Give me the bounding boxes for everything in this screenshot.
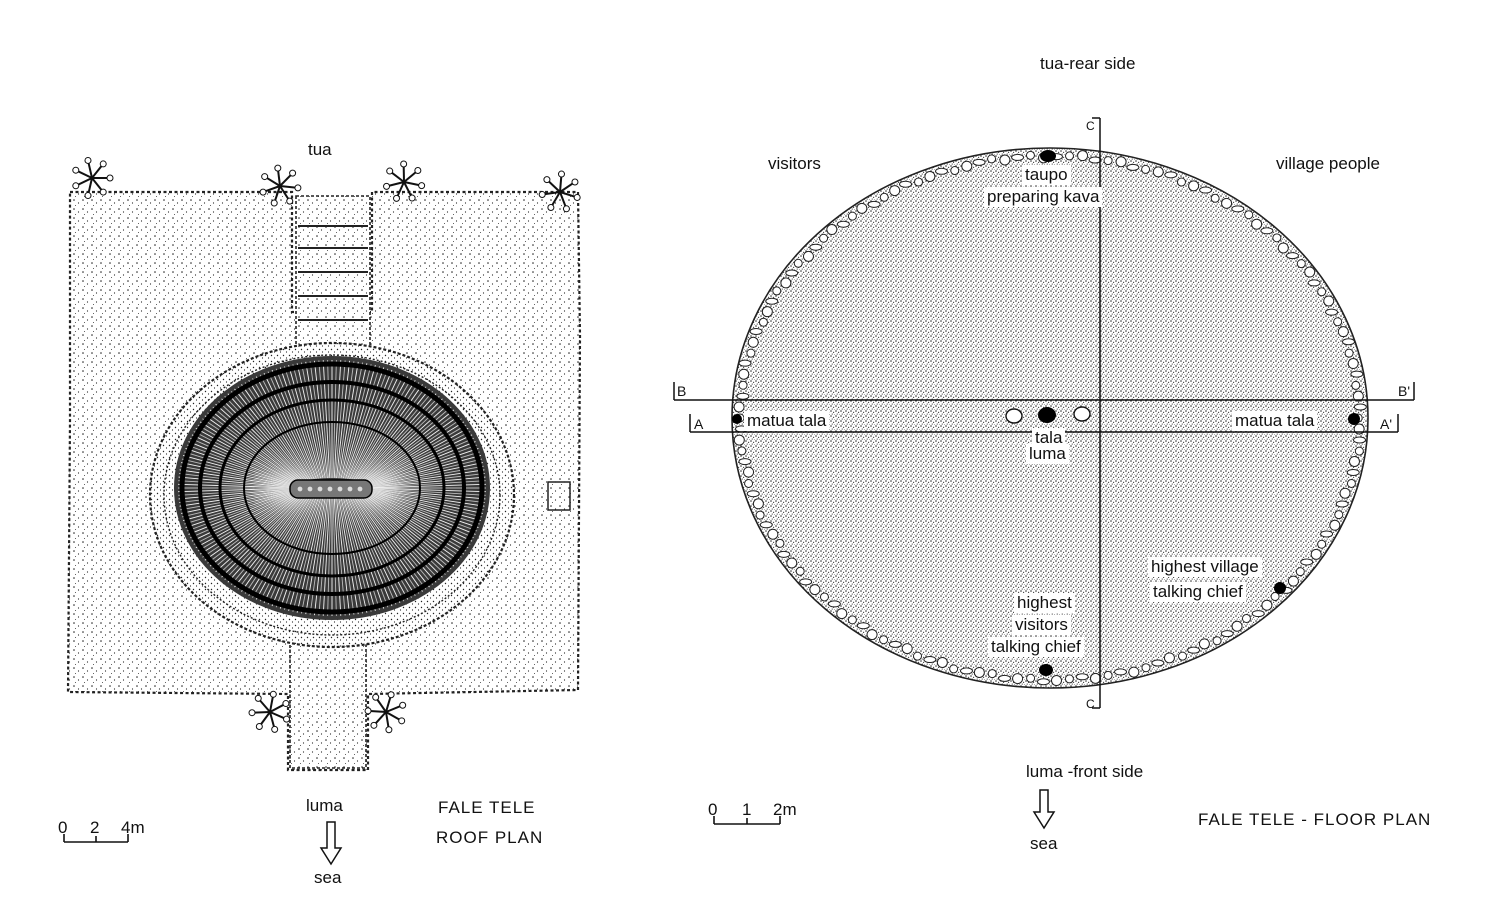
floor-right-side-label: village people — [1276, 154, 1380, 173]
section-mark-c-bottom: C — [1086, 697, 1095, 711]
roof-top-label: tua — [308, 140, 332, 159]
plant-symbol — [72, 156, 114, 200]
floor-left-side-label: visitors — [768, 154, 821, 173]
seat-label-talking-chief-village: talking chief — [1150, 582, 1246, 602]
floor-scale-tick-2m: 2m — [773, 800, 797, 819]
side-annex — [547, 481, 571, 511]
sea-arrow-floor — [1032, 789, 1056, 830]
scale-bar-roof — [63, 834, 129, 843]
plant-symbol — [248, 690, 291, 733]
section-mark-a-left: A — [694, 416, 704, 432]
roof-entrance-strip — [289, 639, 367, 769]
floor-scale-tick-0: 0 — [708, 800, 718, 819]
roof-scale-tick-0: 0 — [58, 818, 68, 837]
seat-label-taupo: taupo — [1022, 165, 1071, 185]
ridge-rungs — [298, 225, 368, 321]
seat-label-luma: luma — [1026, 444, 1069, 464]
plant-symbol — [259, 164, 302, 207]
plant-symbol — [364, 691, 407, 734]
seat-label-matua-tala-right: matua tala — [1232, 411, 1318, 431]
seat-label-highest-visitors: highest — [1014, 593, 1075, 613]
thatch-rays — [178, 360, 486, 616]
floor-top-label: tua-rear side — [1040, 54, 1136, 73]
floor-plan — [673, 117, 1415, 830]
floor-bottom-label: luma -front side — [1026, 762, 1144, 781]
roof-title-line1: FALE TELE — [438, 798, 536, 817]
section-mark-c-top: C — [1086, 119, 1095, 133]
roof-scale-tick-4m: 4m — [121, 818, 145, 837]
seat-label-preparing-kava: preparing kava — [984, 187, 1103, 207]
seat-label-tala: tala — [1032, 428, 1066, 448]
seat-label-visitors: visitors — [1012, 615, 1071, 635]
seat-label-talking-chief-visitors: talking chief — [988, 637, 1084, 657]
floor-title: FALE TELE - FLOOR PLAN — [1198, 810, 1432, 829]
seat-label-highest-village: highest village — [1148, 557, 1262, 577]
roof-title-line2: ROOF PLAN — [436, 828, 544, 847]
posts — [732, 150, 1360, 676]
floor-sea-label: sea — [1030, 834, 1058, 853]
section-mark-b-right: B' — [1398, 383, 1411, 399]
section-mark-a-right: A' — [1380, 416, 1393, 432]
roof-sea-label: sea — [314, 868, 342, 887]
section-mark-b-left: B — [677, 383, 687, 399]
floor-scale-tick-1: 1 — [742, 800, 752, 819]
roof-scale-tick-2: 2 — [90, 818, 100, 837]
roof-plan — [63, 156, 582, 866]
roof-ridge-strip — [295, 195, 371, 357]
plant-symbol — [383, 160, 426, 202]
scale-bar-floor — [713, 816, 781, 825]
seat-label-matua-tala-left: matua tala — [744, 411, 830, 431]
sea-arrow-roof — [319, 821, 343, 866]
plant-symbol — [538, 170, 581, 213]
plant-symbols — [72, 156, 581, 734]
roof-bottom-label: luma — [306, 796, 343, 815]
